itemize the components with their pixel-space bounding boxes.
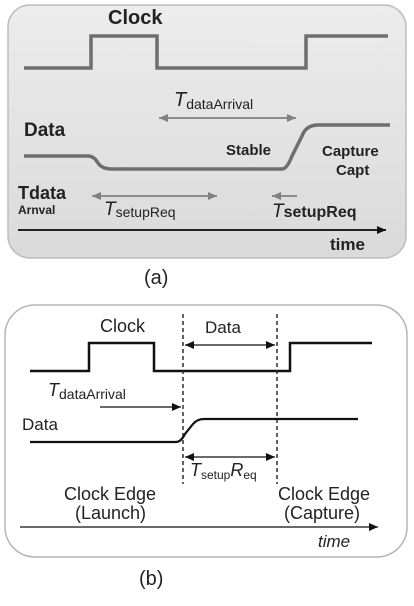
clock-label-b: Clock	[100, 316, 146, 336]
data-waveform-b	[30, 417, 358, 444]
clock-waveform-a	[24, 34, 388, 70]
data-label-a: Data	[24, 120, 66, 141]
panel-a: Clock Data TdataArrival Stable Capture C…	[7, 4, 407, 259]
t-setup-req-label-b: TsetupReq	[190, 460, 257, 482]
panel-b-frame	[4, 304, 408, 558]
t-setup-req-label-a: TsetupReq	[104, 199, 176, 220]
panel-b: Clock Data TdataArrival Data TsetupReq C…	[4, 304, 408, 558]
time-label-b: time	[318, 532, 350, 551]
tdata-label-a: Tdata	[18, 183, 67, 203]
data-waveform-a	[24, 123, 390, 171]
t-data-arrival-label-b: TdataArrival	[48, 380, 126, 402]
capt-label-a: Capt	[336, 162, 369, 179]
launch-edge-label-line1: Clock Edge	[64, 484, 156, 504]
clock-label-a: Clock	[108, 7, 163, 29]
capture-label-a: Capture	[322, 143, 379, 160]
capture-edge-label-line1: Clock Edge	[278, 484, 370, 504]
arnval-label-a: Arnval	[18, 203, 55, 217]
time-label-a: time	[330, 235, 365, 254]
data-window-label-b: Data	[205, 318, 241, 337]
launch-edge-label-line2: (Launch)	[75, 503, 146, 523]
capture-edge-label-line2: (Capture)	[284, 503, 360, 523]
t-data-arrival-label-a: TdataArrival	[174, 89, 253, 112]
clock-waveform-b	[30, 341, 372, 373]
stable-label: Stable	[226, 142, 271, 159]
caption-b: (b)	[139, 568, 163, 590]
caption-a: (a)	[144, 267, 168, 289]
t-setup-req-label-right-a: TsetupReq	[272, 201, 357, 222]
data-label-b: Data	[22, 415, 58, 434]
